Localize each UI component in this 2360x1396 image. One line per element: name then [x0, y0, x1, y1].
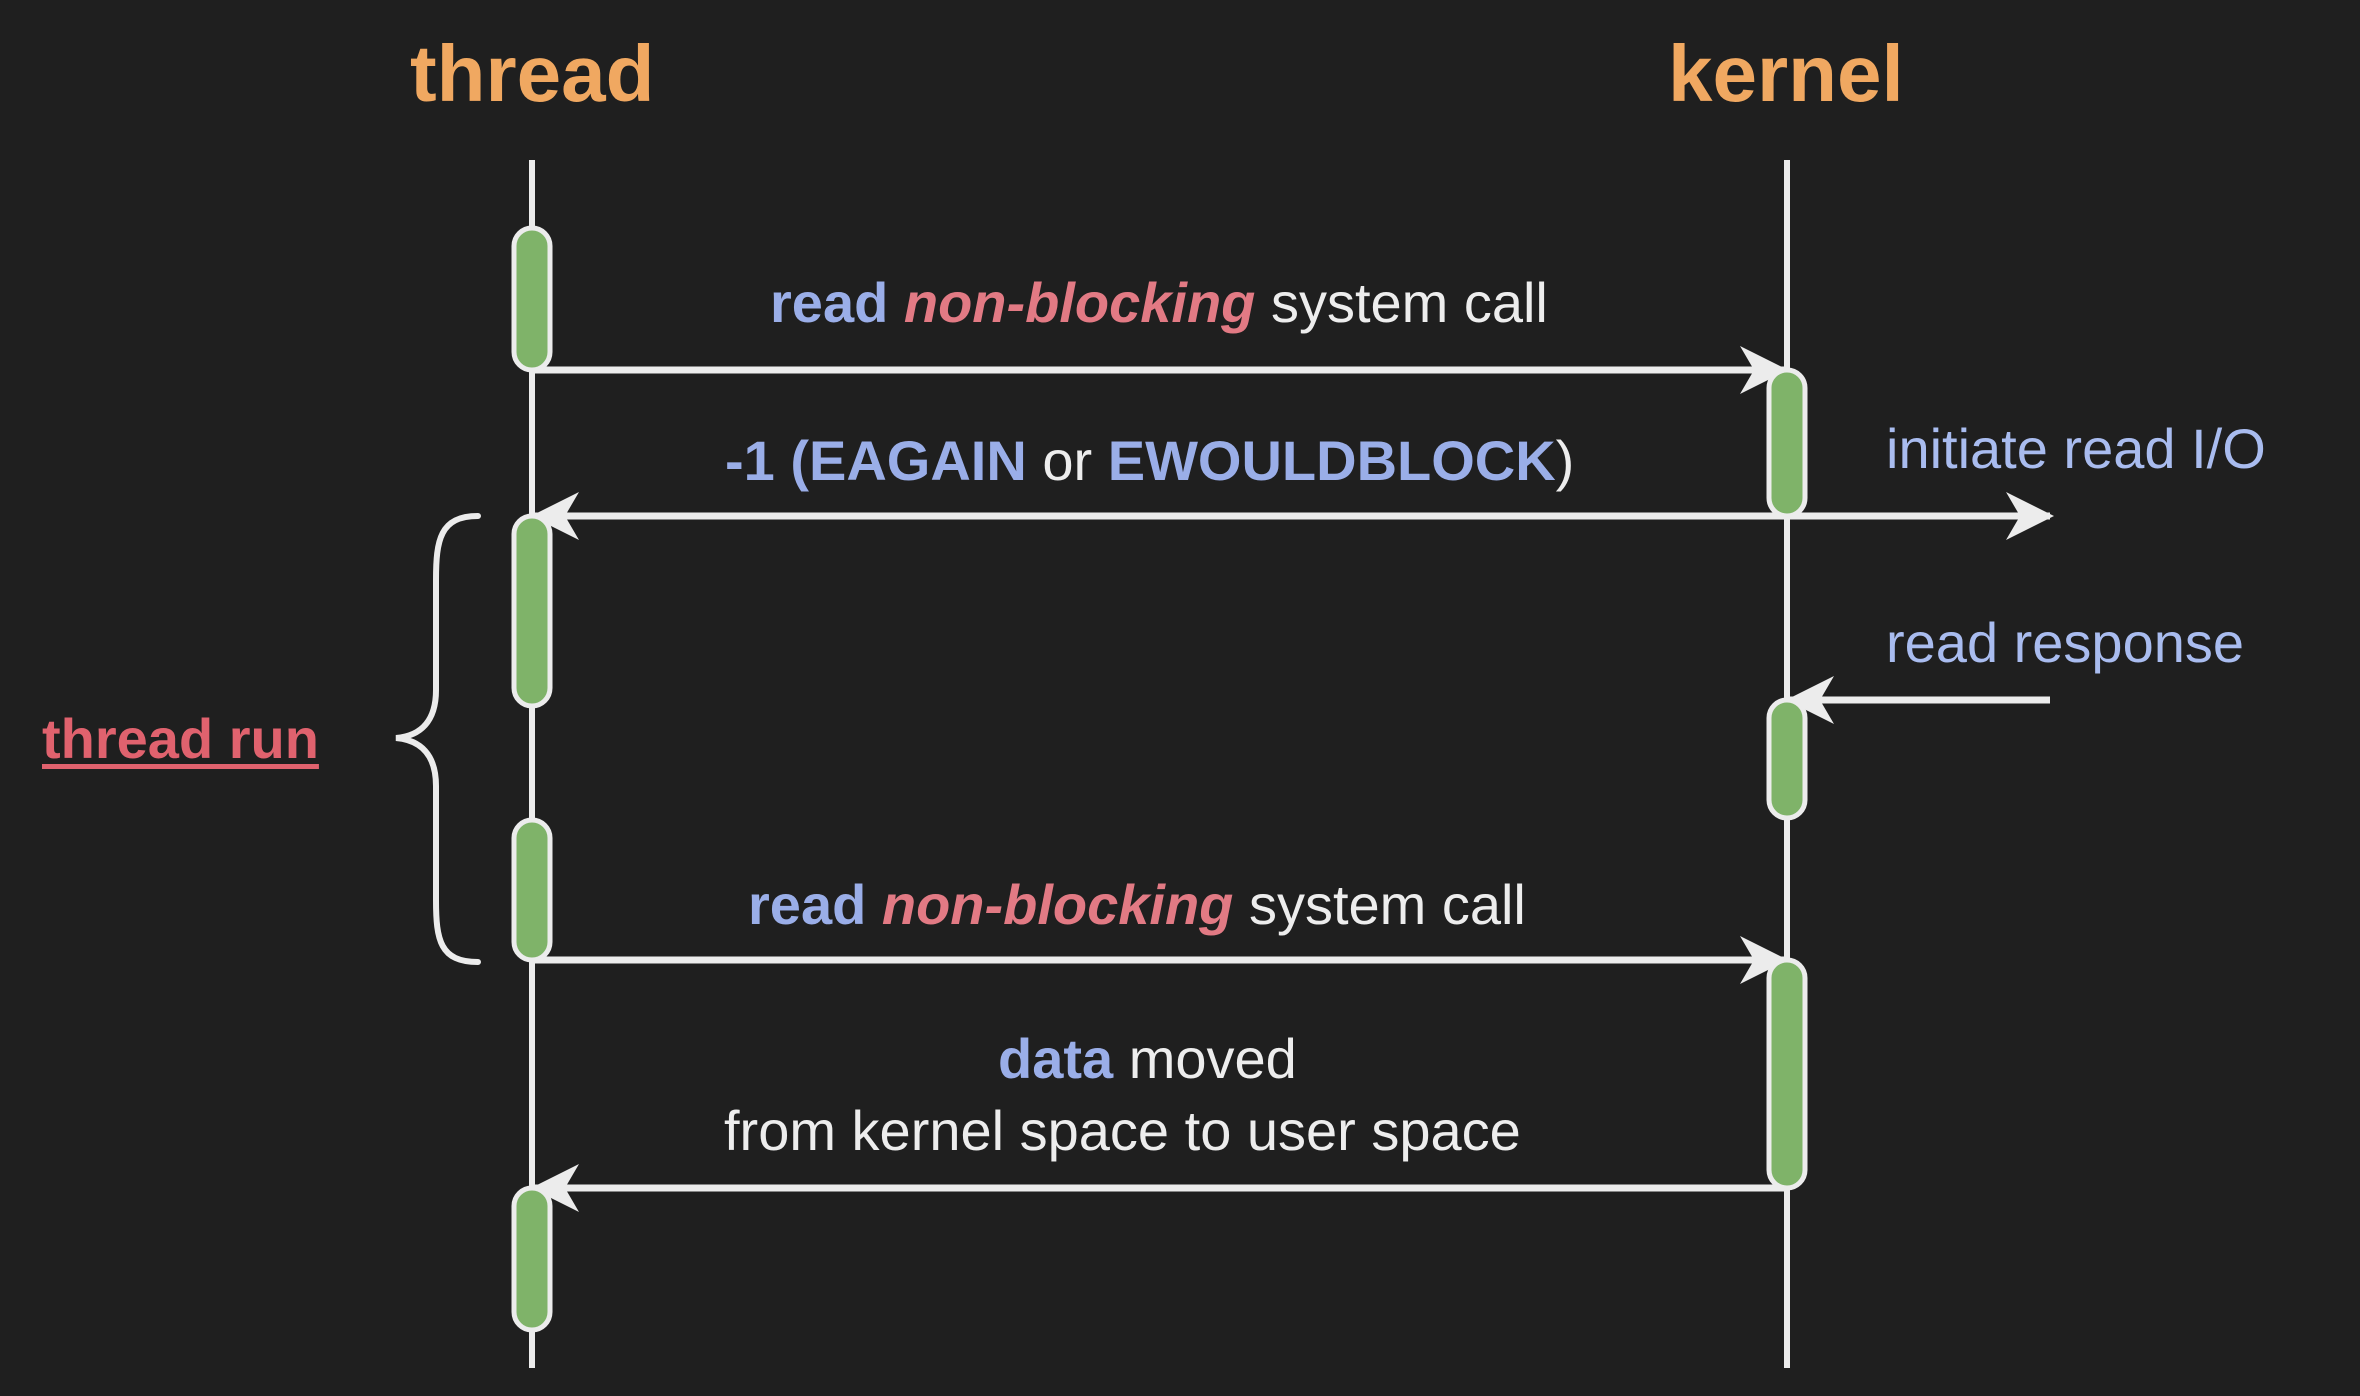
ewouldblock-text: EWOULDBLOCK	[1107, 429, 1556, 492]
thread-run-label: thread run	[42, 707, 319, 770]
eagain-text: EAGAIN	[809, 429, 1027, 492]
call-1-label: read non-blocking system call	[770, 270, 1548, 335]
actor-kernel: kernel	[1668, 29, 1904, 118]
initiate-io-label: initiate read I/O	[1886, 417, 2266, 480]
thread-run-brace	[395, 513, 481, 965]
return-prefix: -1 (	[725, 429, 809, 492]
thread-activation-4	[511, 1185, 553, 1333]
call-1-rest: system call	[1270, 271, 1548, 334]
thread-activation-2	[511, 513, 553, 709]
call-2-read: read	[748, 873, 867, 936]
data-rest: moved	[1128, 1027, 1297, 1090]
data-word: data	[998, 1027, 1114, 1090]
kernel-activation-2	[1766, 697, 1808, 821]
kernel-activation-3	[1766, 957, 1808, 1191]
call-1-read: read	[770, 271, 889, 334]
data-moved-line-1: data moved	[998, 1026, 1297, 1091]
return-eagain-label: -1 (EAGAIN or EWOULDBLOCK)	[725, 428, 1574, 493]
actor-thread: thread	[410, 29, 655, 118]
call-2-label: read non-blocking system call	[748, 872, 1526, 937]
thread-activation-1	[511, 225, 553, 373]
call-2-rest: system call	[1248, 873, 1526, 936]
call-1-mode: non-blocking	[903, 271, 1256, 334]
read-response-label: read response	[1886, 611, 2245, 674]
thread-activation-3	[511, 817, 553, 963]
call-2-mode: non-blocking	[881, 873, 1234, 936]
or-text: or	[1026, 429, 1108, 492]
kernel-activation-1	[1766, 367, 1808, 519]
return-suffix: )	[1555, 429, 1575, 492]
data-moved-line-2: from kernel space to user space	[724, 1099, 1521, 1162]
